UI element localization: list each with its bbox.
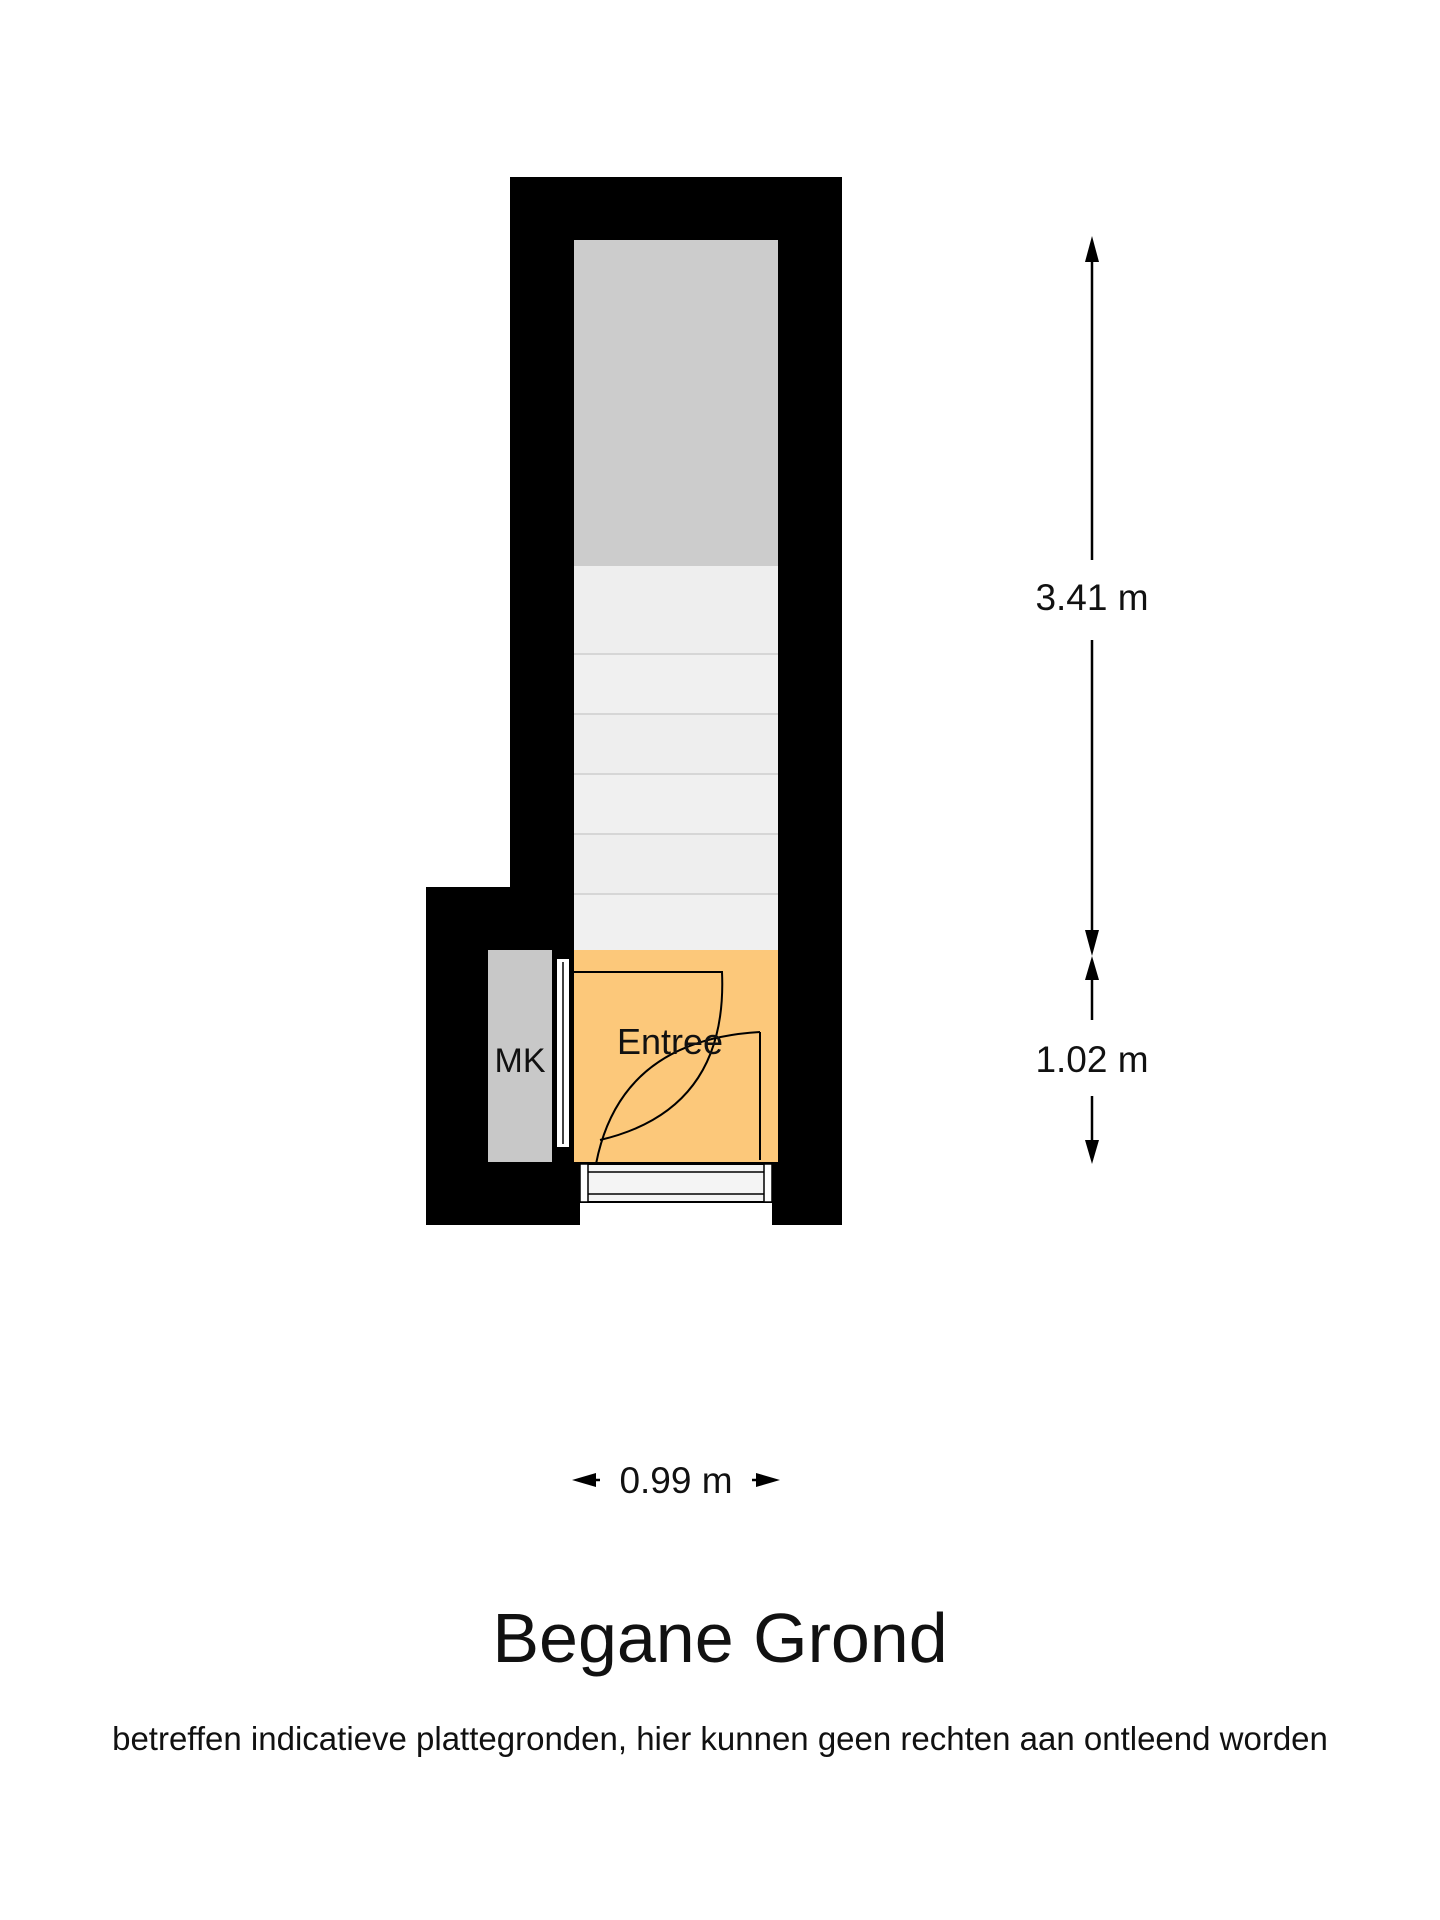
room-label-entree: Entree [617, 1021, 723, 1062]
dimension-label-stair-length: 3.41 m [1035, 577, 1148, 618]
room-label-meterkast: MK [495, 1042, 546, 1080]
dimension-stair-length [1085, 236, 1099, 956]
room-entree [574, 950, 778, 1162]
stair-tread [574, 894, 778, 950]
dimension-entree-length [1085, 956, 1099, 1164]
stair-tread [574, 566, 778, 654]
front-door [579, 1031, 773, 1225]
stair-tread [574, 714, 778, 774]
stair-tread [574, 774, 778, 834]
room-meterkast [488, 950, 552, 1162]
floor-plan: MK Entree 3.41 m 1.02 m 0.99 m [426, 177, 1149, 1501]
stair-landing [574, 240, 778, 566]
stair-tread [574, 654, 778, 714]
floor-title: Begane Grond [492, 1599, 948, 1677]
dimension-width [572, 1473, 780, 1487]
meterkast-door [555, 957, 724, 1149]
dimension-label-width: 0.99 m [619, 1460, 732, 1501]
staircase [574, 566, 778, 950]
dimension-label-entree-length: 1.02 m [1035, 1039, 1148, 1080]
disclaimer-text: betreffen indicatieve plattegronden, hie… [112, 1720, 1328, 1757]
stair-tread [574, 834, 778, 894]
